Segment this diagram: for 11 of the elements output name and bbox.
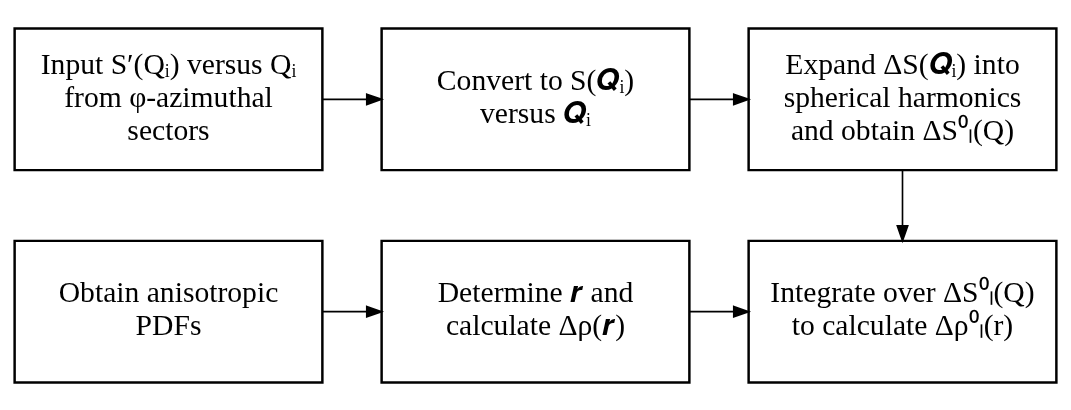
arrow — [896, 169, 909, 243]
node-box: Determine 𝒓 and calculate Δρ(𝒓) — [380, 239, 691, 384]
node-box: Input S′(Qᵢ) versus Qᵢ from φ-azimuthal sectors — [13, 26, 324, 171]
node-box: Expand ΔS(𝑸ᵢ) into spherical harmonics and obtain ΔS⁰ₗ(Q) — [747, 26, 1058, 171]
node-box: Convert to S(𝑸ᵢ) versus 𝑸ᵢ — [380, 26, 691, 171]
arrow — [321, 304, 385, 318]
arrow — [688, 304, 752, 318]
node-box: Obtain anisotropic PDFs — [13, 239, 324, 384]
arrow — [688, 92, 752, 106]
arrow — [321, 92, 385, 106]
node-box: Integrate over ΔS⁰ₗ(Q) to calculate Δρ⁰ₗ(r) — [747, 239, 1058, 384]
